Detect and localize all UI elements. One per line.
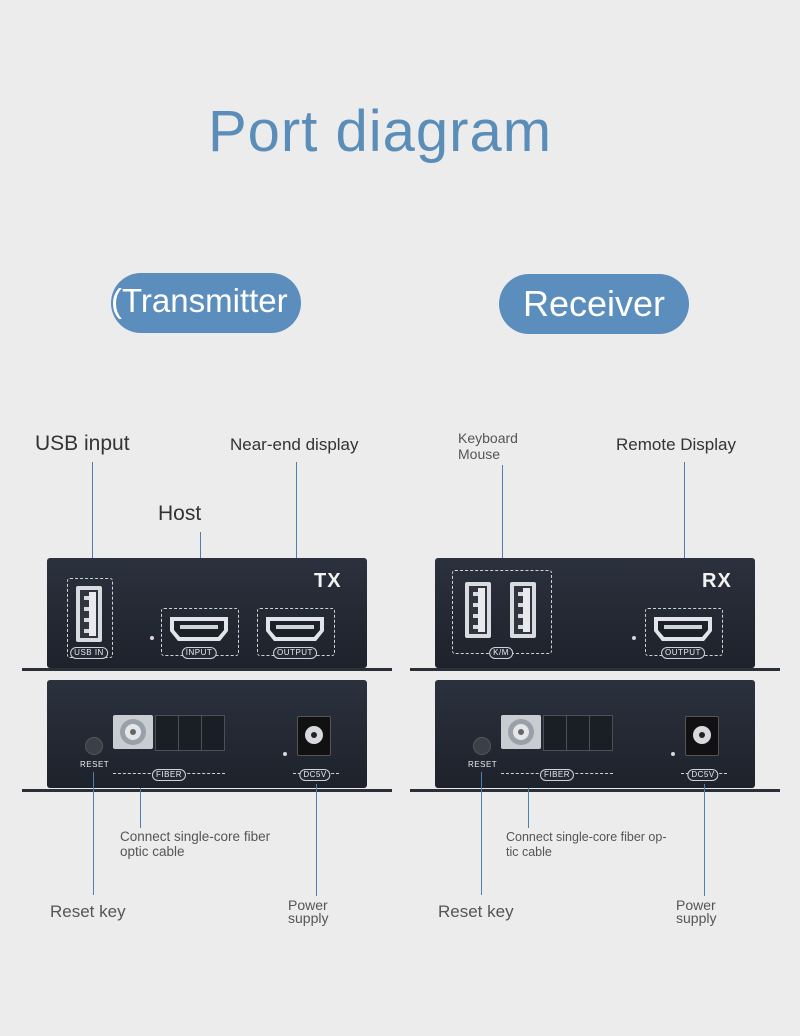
power-leader bbox=[704, 784, 705, 896]
rx-front-panel: RX K/M OUTPUT bbox=[435, 558, 755, 668]
indicator-dot bbox=[632, 636, 636, 640]
rx-front-flange bbox=[410, 668, 780, 671]
hdmi-input-port-icon bbox=[170, 617, 228, 641]
rx-back-flange bbox=[410, 789, 780, 792]
tx-front-flange bbox=[22, 668, 392, 671]
power-leader bbox=[316, 784, 317, 896]
indicator-dot bbox=[671, 752, 675, 756]
power-supply-label: Power supply bbox=[288, 897, 329, 926]
host-label: Host bbox=[158, 502, 202, 525]
keyboard-mouse-leader bbox=[502, 465, 503, 567]
reset-key-label: Reset key bbox=[438, 902, 514, 921]
reset-leader bbox=[93, 772, 94, 895]
tx-back-panel: RESET FIBER DC5V bbox=[47, 680, 367, 788]
input-port-label: INPUT bbox=[181, 647, 217, 659]
reset-button-icon bbox=[473, 737, 491, 755]
reset-key-label: Reset key bbox=[50, 902, 126, 921]
near-end-display-label: Near-end display bbox=[230, 435, 359, 454]
km-port-label: K/M bbox=[489, 647, 513, 659]
power-supply-label: Power supply bbox=[676, 897, 717, 926]
dc-port-label: DC5V bbox=[687, 769, 719, 781]
usb-input-label: USB input bbox=[35, 432, 130, 455]
fiber-leader bbox=[140, 788, 141, 828]
dc-port-label: DC5V bbox=[299, 769, 331, 781]
indicator-dot bbox=[150, 636, 154, 640]
indicator-dot bbox=[283, 752, 287, 756]
usb-port-icon bbox=[465, 582, 491, 638]
near-end-display-leader bbox=[296, 462, 297, 607]
reset-port-label: RESET bbox=[80, 760, 110, 769]
tx-tag: TX bbox=[314, 570, 342, 592]
usb-in-port-label: USB IN bbox=[70, 647, 108, 659]
fiber-desc-label: Connect single-core fiber optic cable bbox=[120, 829, 271, 859]
rx-tag: RX bbox=[702, 570, 732, 592]
reset-port-label: RESET bbox=[468, 760, 498, 769]
keyboard-mouse-label: Keyboard Mouse bbox=[458, 430, 518, 462]
usb-port-icon bbox=[76, 586, 102, 642]
output-port-label: OUTPUT bbox=[273, 647, 317, 659]
reset-leader bbox=[481, 772, 482, 895]
tx-back-flange bbox=[22, 789, 392, 792]
page-title: Port diagram bbox=[207, 99, 553, 164]
remote-display-label: Remote Display bbox=[616, 435, 736, 454]
dc-jack-icon bbox=[297, 716, 331, 756]
remote-display-leader bbox=[684, 462, 685, 607]
tx-front-panel: TX USB IN INPUT OUTPUT bbox=[47, 558, 367, 668]
output-port-label: OUTPUT bbox=[661, 647, 705, 659]
receiver-heading: Receiver bbox=[499, 274, 689, 334]
transmitter-heading: (Transmitter bbox=[111, 273, 301, 333]
fiber-leader bbox=[528, 788, 529, 828]
fiber-connector-icon bbox=[113, 715, 153, 749]
fiber-desc-label: Connect single-core fiber op- tic cable bbox=[506, 830, 667, 859]
fiber-port bbox=[113, 715, 225, 765]
usb-input-leader bbox=[92, 462, 93, 592]
fiber-port-label: FIBER bbox=[151, 769, 187, 781]
hdmi-output-port-icon bbox=[266, 617, 324, 641]
fiber-connector-icon bbox=[501, 715, 541, 749]
fiber-port-label: FIBER bbox=[539, 769, 575, 781]
dc-jack-icon bbox=[685, 716, 719, 756]
fiber-port-blank bbox=[155, 715, 225, 751]
reset-button-icon bbox=[85, 737, 103, 755]
usb-port-icon bbox=[510, 582, 536, 638]
hdmi-output-port-icon bbox=[654, 617, 712, 641]
fiber-port bbox=[501, 715, 613, 765]
rx-back-panel: RESET FIBER DC5V bbox=[435, 680, 755, 788]
fiber-port-blank bbox=[543, 715, 613, 751]
